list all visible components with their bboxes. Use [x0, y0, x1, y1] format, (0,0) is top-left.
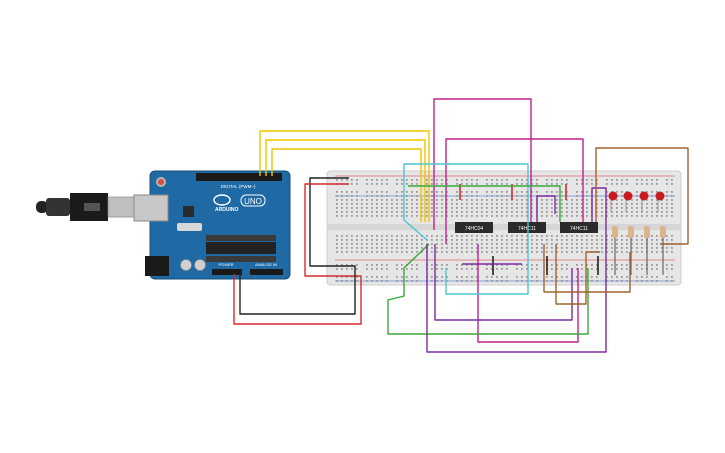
ic-1-label: 74HC04 — [465, 226, 484, 232]
wires — [233, 98, 689, 353]
logic-ic-3: 74HC11 — [560, 222, 598, 233]
red-wire-arduino-to-board — [233, 274, 362, 325]
led-3 — [639, 191, 649, 212]
brown-wire-2 — [543, 244, 631, 293]
atmega-chip — [206, 242, 276, 254]
green-wire-1 — [408, 185, 561, 222]
brown-wire-1 — [595, 147, 689, 245]
brown-wire-3 — [555, 244, 600, 305]
board-jumpers — [459, 184, 599, 275]
led-2 — [623, 191, 633, 212]
power-header-label: POWER — [218, 262, 233, 267]
crystal — [177, 223, 202, 231]
capacitor-1 — [180, 259, 192, 271]
arduino-logo-icon — [213, 194, 231, 206]
magenta-wire-3 — [477, 244, 579, 343]
breadboard — [326, 170, 682, 286]
usb-chip — [183, 206, 194, 217]
logic-ic-1: 74HC04 — [455, 222, 493, 233]
cyan-wire — [403, 163, 529, 295]
digital-header-label: DIGITAL (PWM~) — [221, 184, 256, 189]
ic-3-label: 74HC11 — [570, 226, 588, 232]
usb-cable — [36, 193, 135, 221]
power-jack — [145, 256, 169, 276]
purple-wire-1 — [426, 187, 607, 353]
led-1 — [608, 191, 618, 212]
yellow-wire-1 — [259, 130, 430, 222]
logic-ic-2: 74HC11 — [508, 222, 546, 233]
model-label: UNO — [244, 197, 262, 206]
led-4 — [655, 191, 665, 212]
red-wire-top — [304, 183, 349, 277]
usb-port — [133, 194, 169, 222]
ic-2-label: 74HC11 — [518, 226, 536, 232]
power-header-pins — [212, 269, 242, 275]
analog-header-pins — [250, 269, 283, 275]
black-wire-top — [309, 177, 349, 267]
yellow-wire-2 — [265, 139, 426, 222]
green-wire-2 — [387, 243, 589, 335]
capacitor-2 — [194, 259, 206, 271]
purple-wire-3 — [536, 195, 556, 222]
magenta-wire-2 — [445, 138, 584, 244]
arduino-uno-board: DIGITAL (PWM~) ARDUINO UNO POWER ANALOG … — [133, 170, 291, 280]
reset-button — [158, 179, 164, 185]
digital-header-pins — [196, 173, 282, 181]
black-wire-arduino-to-board — [239, 265, 356, 315]
purple-wire-2 — [434, 244, 573, 321]
analog-header-label: ANALOG IN — [255, 262, 277, 267]
arduino-logo-text: ARDUINO — [215, 207, 238, 213]
